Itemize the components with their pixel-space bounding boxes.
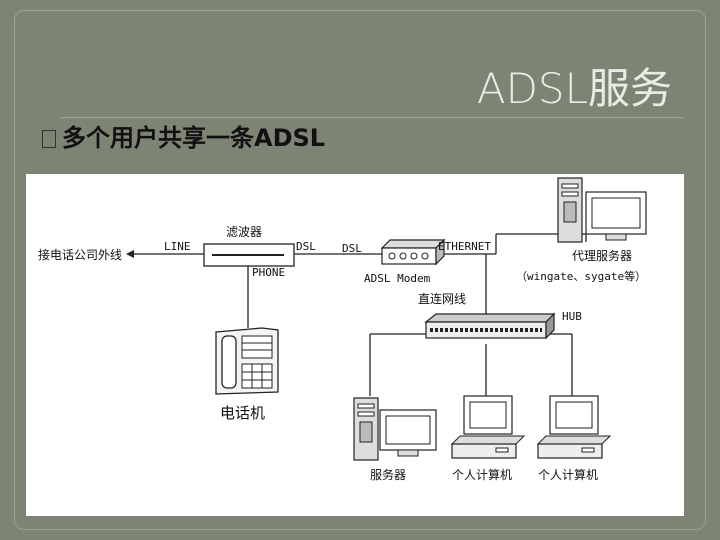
proxy-server-icon <box>557 177 647 243</box>
label-dsl-1: DSL <box>296 240 316 253</box>
pc1-icon <box>450 395 526 459</box>
label-line: LINE <box>164 240 191 253</box>
label-phone-port: PHONE <box>252 266 285 279</box>
connection-lines <box>134 233 587 396</box>
bullet-icon <box>42 130 56 148</box>
slide-frame <box>14 10 706 530</box>
diagram-canvas: 接电话公司外线 LINE 滤波器 DSL DSL PHONE ADSL Mode… <box>38 177 647 482</box>
label-dsl-2: DSL <box>342 242 362 255</box>
hub-icon <box>424 312 556 340</box>
label-pc-2: 个人计算机 <box>538 467 598 482</box>
filter-device <box>203 243 295 267</box>
label-modem: ADSL Modem <box>364 272 431 285</box>
server-icon <box>353 397 437 461</box>
bullet-item: 多个用户共享一条ADSL <box>42 118 325 153</box>
label-proxy-server: 代理服务器 <box>572 248 632 263</box>
title-divider <box>60 117 684 118</box>
label-ethernet: ETHERNET <box>438 240 491 253</box>
label-hub: HUB <box>562 310 582 323</box>
pc2-icon <box>536 395 612 459</box>
slide-title: ADSL服务 <box>476 64 672 113</box>
bullet-text: 多个用户共享一条ADSL <box>62 124 326 152</box>
label-proxy-examples: （wingate、sygate等） <box>516 269 646 283</box>
label-outside-line: 接电话公司外线 <box>38 247 122 262</box>
label-server: 服务器 <box>370 467 406 482</box>
telephone-icon <box>215 327 279 395</box>
network-diagram: 接电话公司外线 LINE 滤波器 DSL DSL PHONE ADSL Mode… <box>26 174 684 516</box>
label-filter: 滤波器 <box>226 225 262 239</box>
label-telephone: 电话机 <box>220 404 265 422</box>
label-direct-network: 直连网线 <box>418 291 466 306</box>
modem-icon <box>380 238 446 266</box>
arrow-icon <box>126 250 134 258</box>
label-pc-1: 个人计算机 <box>452 467 512 482</box>
